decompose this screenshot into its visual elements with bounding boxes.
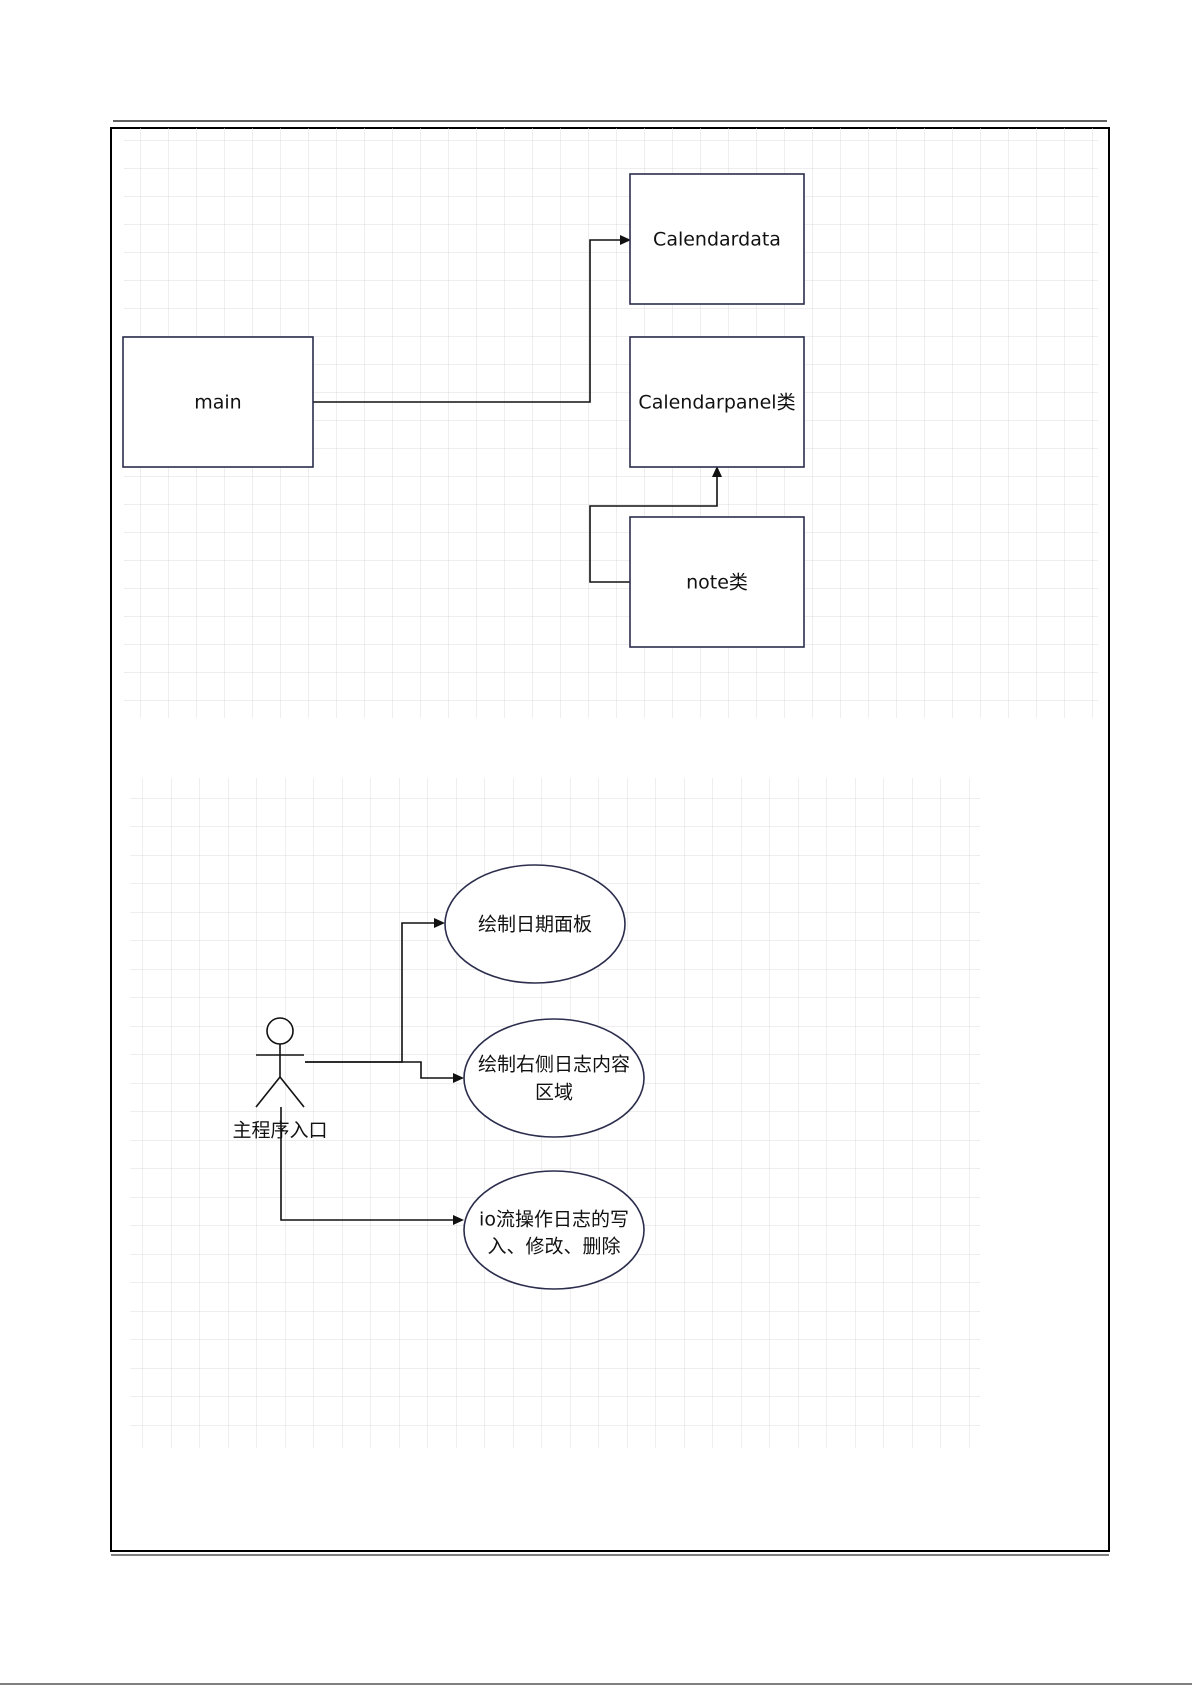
class-node-main[interactable]: main <box>123 337 313 467</box>
use-case-draw-log-area[interactable]: 绘制右侧日志内容 区域 <box>464 1019 644 1137</box>
class-node-label: main <box>194 392 241 414</box>
class-node-label: Calendardata <box>653 229 781 251</box>
use-case-io-log-operations[interactable]: io流操作日志的写 入、修改、删除 <box>464 1171 644 1289</box>
class-diagram: main Calendardata Calendarpanel类 note类 <box>123 128 1098 718</box>
class-node-note[interactable]: note类 <box>630 517 804 647</box>
use-case-label-line2: 入、修改、删除 <box>487 1236 620 1258</box>
class-node-calendardata[interactable]: Calendardata <box>630 174 804 304</box>
class-node-calendarpanel[interactable]: Calendarpanel类 <box>630 337 804 467</box>
actor-label: 主程序入口 <box>232 1120 327 1142</box>
use-case-draw-date-panel[interactable]: 绘制日期面板 <box>445 865 625 983</box>
class-node-label: Calendarpanel类 <box>638 392 795 414</box>
class-node-label: note类 <box>686 572 748 594</box>
use-case-label-line2: 区域 <box>535 1082 573 1104</box>
use-case-label-line1: 绘制右侧日志内容 <box>478 1054 630 1076</box>
use-case-label-line1: io流操作日志的写 <box>479 1209 629 1231</box>
use-case-label: 绘制日期面板 <box>478 914 592 936</box>
actor-head-icon <box>267 1018 293 1044</box>
use-case-diagram: 主程序入口 绘制日期面板 绘制右侧日志内容 区域 io流操作日志的写 入、修改、… <box>130 778 980 1448</box>
